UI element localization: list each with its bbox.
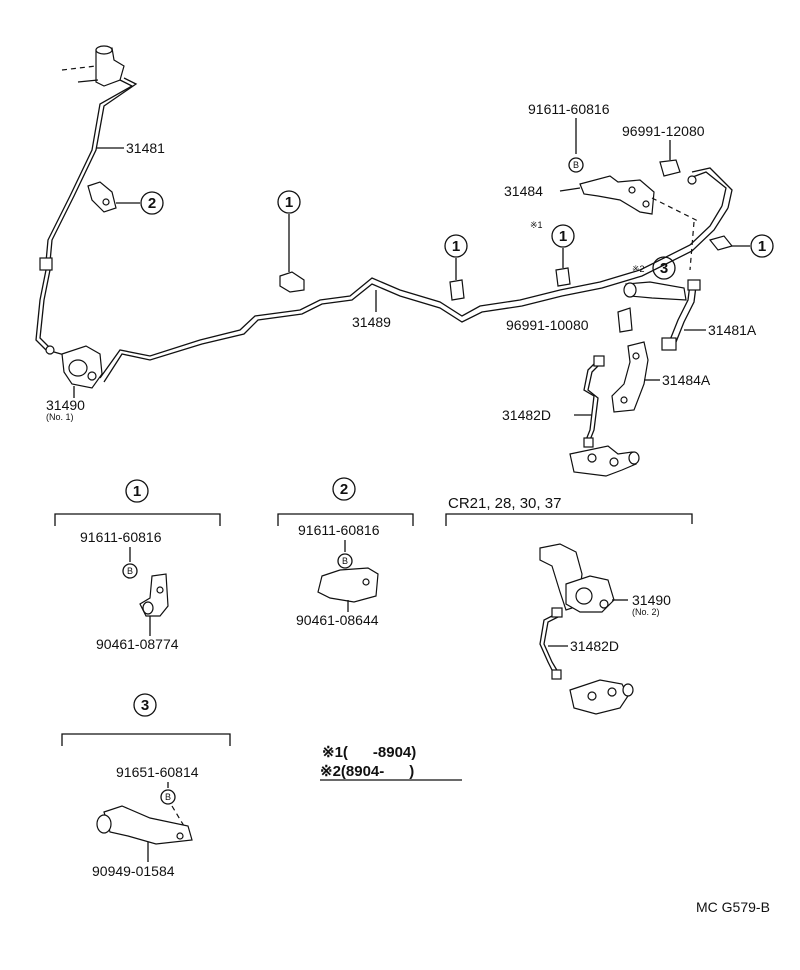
bracket-31484 [579,175,655,215]
label-cr-31490-sub: (No. 2) [632,607,660,617]
callout-3-main: 3 [652,256,676,280]
label-31481: 31481 [126,140,165,156]
label-catalog-code: MC G579-B [696,899,770,915]
clip-2-part [87,181,117,213]
svg-text:1: 1 [452,238,460,255]
clip-90461-08644 [317,567,379,603]
bolt-mark-g3: B [160,789,176,805]
bracket-31484A [611,341,649,413]
group-3-bracket-line [61,733,231,746]
brake-pipe-31489 [99,167,733,383]
label-g1-90461: 90461-08774 [96,636,179,652]
clip-96991-10080 [617,307,633,333]
label-31481A: 31481A [708,322,757,338]
svg-text:1: 1 [133,483,141,500]
label-cr-31490: 31490 [632,592,671,608]
callout-2-main: 2 [140,191,164,215]
wheel-cylinder-cr [569,679,634,715]
label-ast1: ※1 [530,220,543,230]
callout-2-detail: 2 [332,477,356,501]
svg-text:3: 3 [660,260,668,277]
svg-text:B: B [573,160,579,170]
wheel-cylinder-top [569,445,640,477]
callout-1-right: 1 [750,234,774,258]
group-2-bracket-line [277,513,414,526]
note-ast1: ※1( -8904) [322,744,416,761]
clip-96991-12080 [659,159,681,177]
label-cr-header: CR21, 28, 30, 37 [448,495,561,512]
label-g2-90461: 90461-08644 [296,612,379,628]
label-31490-no1: 31490 [46,397,85,413]
clip-90461-08774 [139,573,169,617]
label-31484A: 31484A [662,372,711,388]
label-g3-90949: 90949-01584 [92,863,175,879]
flexible-hose-31481A [661,279,701,351]
svg-text:2: 2 [148,195,156,212]
proportioning-valve-31490-no1 [61,345,103,389]
bracket-ast2 [623,281,687,301]
bracket-90949-01584 [96,805,193,845]
clip-1-left [279,271,305,293]
callout-1-middle: 1 [444,234,468,258]
label-g2-91611: 91611-60816 [298,522,380,538]
svg-text:B: B [342,556,348,566]
note-ast2: ※2(8904- ) [320,763,414,780]
group-1-bracket-line [54,513,221,526]
svg-text:B: B [127,566,133,576]
label-ast2: ※2 [632,264,645,274]
svg-text:3: 3 [141,697,149,714]
bolt-mark-top: B [568,157,584,173]
label-91611-top: 91611-60816 [528,101,610,117]
label-31489: 31489 [352,314,391,330]
brake-pipe-31482D-cr [539,607,563,680]
callout-1-detail: 1 [125,479,149,503]
label-31490-no1-sub: (No. 1) [46,412,74,422]
svg-text:1: 1 [285,194,293,211]
callout-1-left: 1 [277,190,301,214]
cr-bracket-line [445,513,693,526]
label-31482D-top: 31482D [502,407,551,423]
brake-pipe-31481 [35,77,138,357]
bolt-mark-g1: B [122,563,138,579]
clip-1-right [708,235,734,251]
label-96991-12080: 96991-12080 [622,123,705,139]
master-cylinder-stub [61,45,125,87]
svg-text:1: 1 [559,228,567,245]
label-31484: 31484 [504,183,543,199]
label-g1-91611: 91611-60816 [80,529,162,545]
svg-text:2: 2 [340,481,348,498]
callout-1-ast1: 1 [551,224,575,248]
label-cr-31482D: 31482D [570,638,619,654]
bolt-mark-g2: B [337,553,353,569]
svg-text:B: B [165,792,171,802]
valve-31490-no2-with-bracket [539,543,615,613]
svg-text:1: 1 [758,238,766,255]
clip-1-middle [449,279,465,301]
label-96991-10080: 96991-10080 [506,317,589,333]
clip-1-ast1 [555,267,571,287]
brake-pipe-31482D-top [583,355,605,448]
callout-3-detail: 3 [133,693,157,717]
label-g3-91651: 91651-60814 [116,764,199,780]
